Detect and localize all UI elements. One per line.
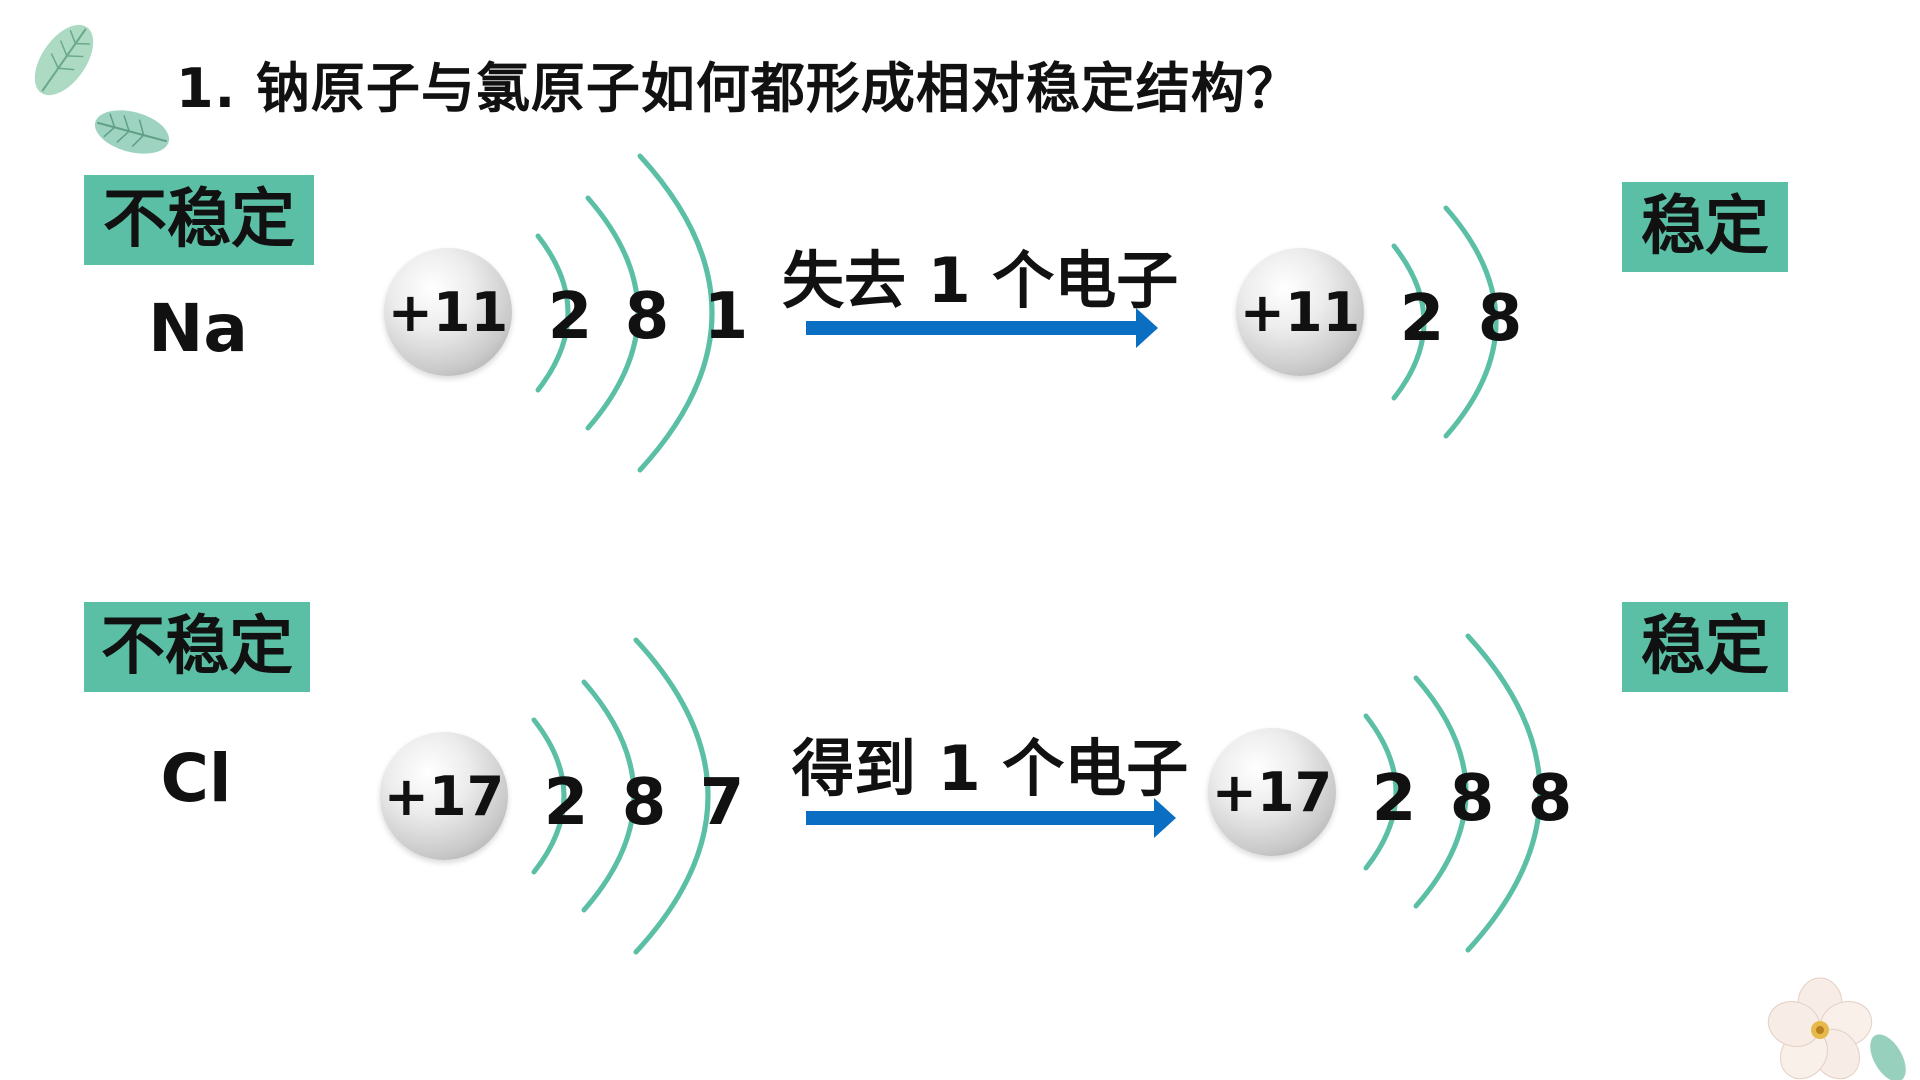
leaf-icon [34,24,170,154]
shell-arc [1413,675,1469,909]
shell-count: 8 [1477,282,1523,356]
page-title: 1. 钠原子与氯原子如何都形成相对稳定结构？ [176,57,1301,120]
shell-count: 2 [1399,282,1445,356]
element-symbol-cl: Cl [160,740,232,817]
nucleus-charge: +11 [387,280,509,344]
shell-arc [1443,205,1499,439]
result-nucleus-na: +11 [1236,248,1364,376]
arrow-label-lose: 失去 1 个电子 [782,244,1179,317]
nucleus-charge: +17 [383,764,505,828]
result-nucleus-cl: +17 [1208,728,1336,856]
shell-arc [633,637,711,955]
shell-arc [637,153,715,473]
shell-count: 8 [1527,762,1573,836]
shell-arc [581,679,637,913]
badge-label: 不稳定 [103,183,295,257]
shell-arc [531,717,567,875]
arrow-label-gain: 得到 1 个电子 [792,732,1189,805]
nucleus-na: +11 [384,248,512,376]
flower-icon [1767,977,1906,1080]
nucleus-charge: +11 [1239,280,1361,344]
stable-badge-cl: 稳定 [1622,602,1788,692]
badge-label: 稳定 [1641,610,1769,684]
badge-label: 不稳定 [101,610,293,684]
shell-count: 2 [547,280,593,354]
right-arrow [806,308,1158,348]
unstable-badge-na: 不稳定 [84,175,314,265]
shell-count: 8 [1449,762,1495,836]
shell-arc [1363,713,1399,871]
right-arrow [806,798,1176,838]
shell-count: 2 [543,766,589,840]
shell-count: 7 [699,766,745,840]
shell-count: 2 [1371,762,1417,836]
shell-arc [535,233,571,393]
nucleus-cl: +17 [380,732,508,860]
nucleus-charge: +17 [1211,760,1333,824]
badge-label: 稳定 [1641,190,1769,264]
shell-count: 8 [624,280,670,354]
element-symbol-na: Na [148,290,248,367]
unstable-badge-cl: 不稳定 [84,602,310,692]
stable-badge-na: 稳定 [1622,182,1788,272]
shell-arc [1465,633,1543,953]
shell-arc [1391,243,1427,401]
shell-count: 8 [621,766,667,840]
shell-count: 1 [703,280,749,354]
shell-arc [585,195,641,431]
